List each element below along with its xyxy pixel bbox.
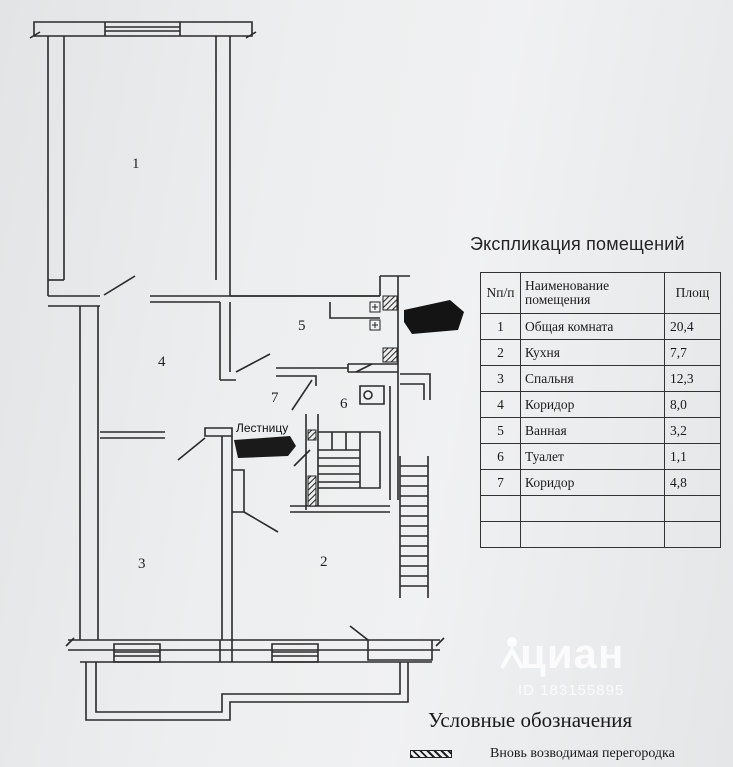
room-label-5: 5 <box>298 318 306 334</box>
room-label-1: 1 <box>132 156 140 172</box>
watermark-id: ID 183155895 <box>518 682 625 699</box>
watermark-brand: циан <box>520 630 625 677</box>
room-label-4: 4 <box>158 354 166 370</box>
legend-title: Условные обозначения <box>428 708 633 732</box>
room-label-7: 7 <box>271 390 279 406</box>
row-name: Кухня <box>520 339 665 366</box>
stair-label: Лестницу <box>236 421 288 435</box>
room-label-6: 6 <box>340 396 348 412</box>
vent-icons <box>369 301 381 331</box>
row-area: 1,1 <box>664 443 721 470</box>
new-partition-hatch <box>307 295 398 507</box>
room-label-2: 2 <box>320 554 328 570</box>
row-number: 6 <box>480 443 521 470</box>
explication-title: Экспликация помещений <box>470 234 685 254</box>
row-area: 8,0 <box>664 391 721 418</box>
row-area: 20,4 <box>664 313 721 340</box>
row-name: Коридор <box>520 469 665 496</box>
row-name: Спальня <box>520 365 665 392</box>
table-header-row: Nп/п Наименование помещения Площ <box>480 272 721 314</box>
plan-walls <box>29 21 445 721</box>
row-number: 5 <box>480 417 521 444</box>
row-name: Общая комната <box>520 313 665 340</box>
room-label-3: 3 <box>138 556 146 572</box>
row-name: Коридор <box>520 391 665 418</box>
partition-legend-swatch <box>410 750 452 758</box>
header-number: Nп/п <box>480 272 521 314</box>
row-area: 3,2 <box>664 417 721 444</box>
row-area: 7,7 <box>664 339 721 366</box>
row-number: 4 <box>480 391 521 418</box>
table-row-empty <box>480 521 721 548</box>
table-row-empty <box>480 495 721 522</box>
header-area: Площ <box>664 272 721 314</box>
row-name: Туалет <box>520 443 665 470</box>
header-name: Наименование помещения <box>520 272 665 314</box>
row-number: 1 <box>480 313 521 340</box>
row-number: 3 <box>480 365 521 392</box>
row-name: Ванная <box>520 417 665 444</box>
redaction-mark <box>404 300 464 334</box>
cian-logo-icon <box>500 637 524 669</box>
row-number: 2 <box>480 339 521 366</box>
row-area: 4,8 <box>664 469 721 496</box>
row-number: 7 <box>480 469 521 496</box>
redaction-mark-stair <box>234 436 296 458</box>
row-area: 12,3 <box>664 365 721 392</box>
legend-item-label: Вновь возводимая перегородка <box>490 746 675 761</box>
